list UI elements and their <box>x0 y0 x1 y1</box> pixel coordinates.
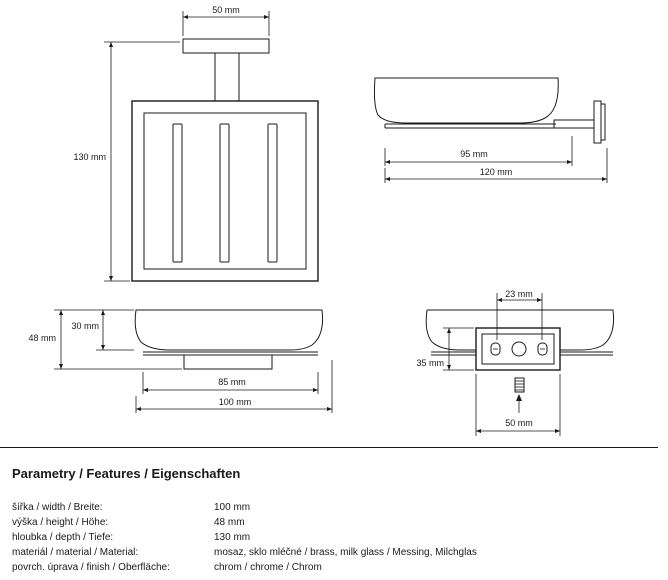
spec-label: hloubka / depth / Tiefe: <box>12 532 114 543</box>
spec-value: chrom / chrome / Chrom <box>214 562 322 573</box>
dim-front-48: 48 mm <box>28 333 56 343</box>
spec-label: šířka / width / Breite: <box>12 502 103 513</box>
dim-front-100: 100 mm <box>219 397 252 407</box>
dim-side-95: 95 mm <box>460 149 488 159</box>
dim-front-85: 85 mm <box>218 377 246 387</box>
dim-top-50: 50 mm <box>212 5 240 15</box>
dim-side-120: 120 mm <box>480 167 513 177</box>
spec-row-depth: hloubka / depth / Tiefe: 130 mm <box>12 530 477 545</box>
dim-back-23: 23 mm <box>505 289 533 299</box>
dim-front-30: 30 mm <box>71 321 99 331</box>
spec-row-height: výška / height / Höhe: 48 mm <box>12 515 477 530</box>
side-view: 95 mm 120 mm <box>373 77 608 183</box>
specs-table: šířka / width / Breite: 100 mm výška / h… <box>12 500 477 575</box>
spec-row-material: materiál / material / Material: mosaz, s… <box>12 545 477 560</box>
spec-row-finish: povrch. úprava / finish / Oberfläche: ch… <box>12 560 477 575</box>
spec-label: povrch. úprava / finish / Oberfläche: <box>12 562 170 573</box>
spec-value: mosaz, sklo mléčné / brass, milk glass /… <box>214 547 477 558</box>
features-title: Parametry / Features / Eigenschaften <box>12 466 241 481</box>
dim-height-130: 130 mm <box>73 152 106 162</box>
spec-label: materiál / material / Material: <box>12 547 139 558</box>
back-view: 23 mm 35 mm 50 mm <box>416 289 614 436</box>
spec-row-width: šířka / width / Breite: 100 mm <box>12 500 477 515</box>
spec-value: 48 mm <box>214 517 245 528</box>
front-view: 48 mm 30 mm 85 mm 100 mm <box>28 309 333 413</box>
spec-value: 130 mm <box>214 532 251 543</box>
dim-back-50: 50 mm <box>505 418 533 428</box>
dim-back-35: 35 mm <box>416 358 444 368</box>
top-view: 50 mm 130 mm <box>73 5 319 282</box>
technical-drawing: 50 mm 130 mm <box>28 5 614 436</box>
spec-value: 100 mm <box>214 502 251 513</box>
spec-label: výška / height / Höhe: <box>12 517 109 528</box>
section-divider <box>0 447 658 448</box>
